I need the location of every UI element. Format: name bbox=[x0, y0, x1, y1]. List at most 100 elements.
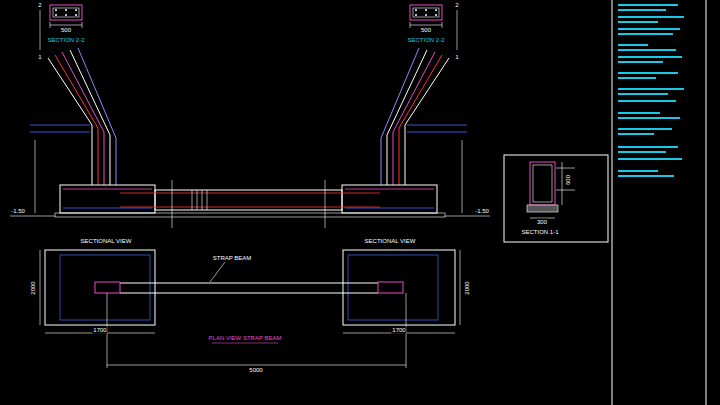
drawing-line bbox=[120, 193, 380, 194]
dimension: 600 bbox=[565, 174, 572, 186]
drawing-circle bbox=[65, 14, 67, 16]
drawing-line bbox=[462, 140, 463, 213]
drawing-line bbox=[407, 125, 467, 126]
drawing-circle bbox=[435, 9, 437, 11]
drawing-line bbox=[706, 0, 707, 405]
drawing-line bbox=[40, 10, 41, 50]
drawing-path bbox=[48, 58, 92, 185]
drawing-rect bbox=[530, 162, 555, 205]
drawing-line bbox=[207, 190, 208, 210]
drawing-line bbox=[50, 25, 82, 26]
drawing-rect bbox=[618, 77, 656, 79]
dimension: 2000 bbox=[464, 280, 471, 295]
drawing-rect bbox=[618, 100, 676, 102]
drawing-line bbox=[345, 189, 434, 190]
drawing-rect bbox=[527, 205, 558, 212]
drawing-line bbox=[63, 189, 152, 190]
drawing-circle bbox=[55, 14, 57, 16]
drawing-rect bbox=[618, 21, 658, 23]
section-title: SECTION 2-2 bbox=[406, 37, 445, 44]
level-mark: -1.50 bbox=[474, 208, 490, 215]
drawing-rect bbox=[618, 4, 678, 6]
drawing-g bbox=[10, 140, 490, 216]
drawing-path bbox=[393, 52, 435, 185]
drawing-line bbox=[197, 190, 198, 210]
drawing-path bbox=[78, 48, 116, 185]
dimension: 300 bbox=[536, 219, 548, 226]
drawing-line bbox=[10, 216, 55, 217]
drawing-g bbox=[30, 125, 467, 132]
drawing-line bbox=[210, 262, 225, 282]
drawing-rect bbox=[533, 165, 552, 202]
drawing-line bbox=[442, 22, 443, 28]
drawing-path bbox=[381, 48, 419, 185]
drawing-circle bbox=[55, 9, 57, 11]
drawing-rect bbox=[618, 175, 674, 177]
drawing-circle bbox=[65, 9, 67, 11]
part-label: STRAP BEAM bbox=[212, 255, 253, 262]
dimension: 1700 bbox=[92, 327, 107, 334]
drawing-line bbox=[457, 10, 458, 50]
drawing-g bbox=[55, 9, 437, 16]
drawing-rect bbox=[45, 250, 155, 325]
view-title: SECTIONAL VIEW bbox=[364, 238, 417, 245]
drawing-line bbox=[30, 125, 90, 126]
drawing-line bbox=[172, 180, 173, 228]
drawing-circle bbox=[425, 9, 427, 11]
drawing-rect bbox=[618, 44, 648, 46]
drawing-rect bbox=[618, 151, 666, 153]
drawing-path bbox=[62, 52, 104, 185]
drawing-g bbox=[10, 0, 706, 405]
drawing-line bbox=[345, 208, 434, 209]
drawing-rect bbox=[378, 282, 403, 293]
drawing-rect bbox=[618, 72, 678, 74]
drawing-g bbox=[618, 4, 684, 177]
drawing-rect bbox=[618, 158, 682, 160]
dimension: 500 bbox=[60, 27, 72, 34]
drawing-rect bbox=[618, 117, 680, 119]
drawing-rect bbox=[618, 9, 666, 11]
drawing-circle bbox=[75, 9, 77, 11]
drawing-line bbox=[556, 168, 575, 169]
drawing-line bbox=[410, 22, 411, 28]
drawing-circle bbox=[75, 14, 77, 16]
drawing-rect bbox=[618, 56, 682, 58]
drawing-circle bbox=[435, 14, 437, 16]
drawing-line bbox=[556, 190, 575, 191]
drawing-rect bbox=[618, 61, 663, 63]
drawing-rect bbox=[413, 8, 439, 17]
drawing-rect bbox=[504, 155, 608, 242]
drawing-line bbox=[40, 250, 41, 325]
drawing-circle bbox=[415, 9, 417, 11]
drawing-path bbox=[399, 55, 442, 185]
drawing-circle bbox=[415, 14, 417, 16]
drawing-rect bbox=[618, 170, 658, 172]
drawing-rect bbox=[53, 8, 79, 17]
drawing-rect bbox=[618, 128, 672, 130]
drawing-rect bbox=[348, 255, 438, 320]
drawing-path bbox=[387, 50, 427, 185]
drawing-line bbox=[612, 0, 613, 405]
drawing-rect bbox=[60, 255, 150, 320]
drawing-line bbox=[562, 162, 563, 205]
drawing-rect bbox=[60, 185, 155, 213]
drawing-g bbox=[40, 10, 457, 50]
drawing-g bbox=[172, 180, 325, 228]
drawing-line bbox=[460, 250, 461, 325]
drawing-rect bbox=[55, 213, 445, 217]
dimension: 1700 bbox=[391, 327, 406, 334]
drawing-g bbox=[40, 250, 460, 368]
drawing-rect bbox=[618, 16, 684, 18]
level-mark: -1.50 bbox=[10, 208, 26, 215]
drawing-rect bbox=[618, 28, 680, 30]
drawing-line bbox=[410, 25, 442, 26]
drawing-line bbox=[192, 190, 193, 210]
drawing-path bbox=[405, 58, 449, 185]
drawing-rect bbox=[410, 5, 442, 20]
view-title: PLAN VIEW STRAP BEAM bbox=[208, 335, 283, 342]
drawing-line bbox=[82, 22, 83, 28]
drawing-g bbox=[530, 162, 575, 218]
drawing-line bbox=[445, 216, 490, 217]
drawing-line bbox=[212, 343, 278, 344]
